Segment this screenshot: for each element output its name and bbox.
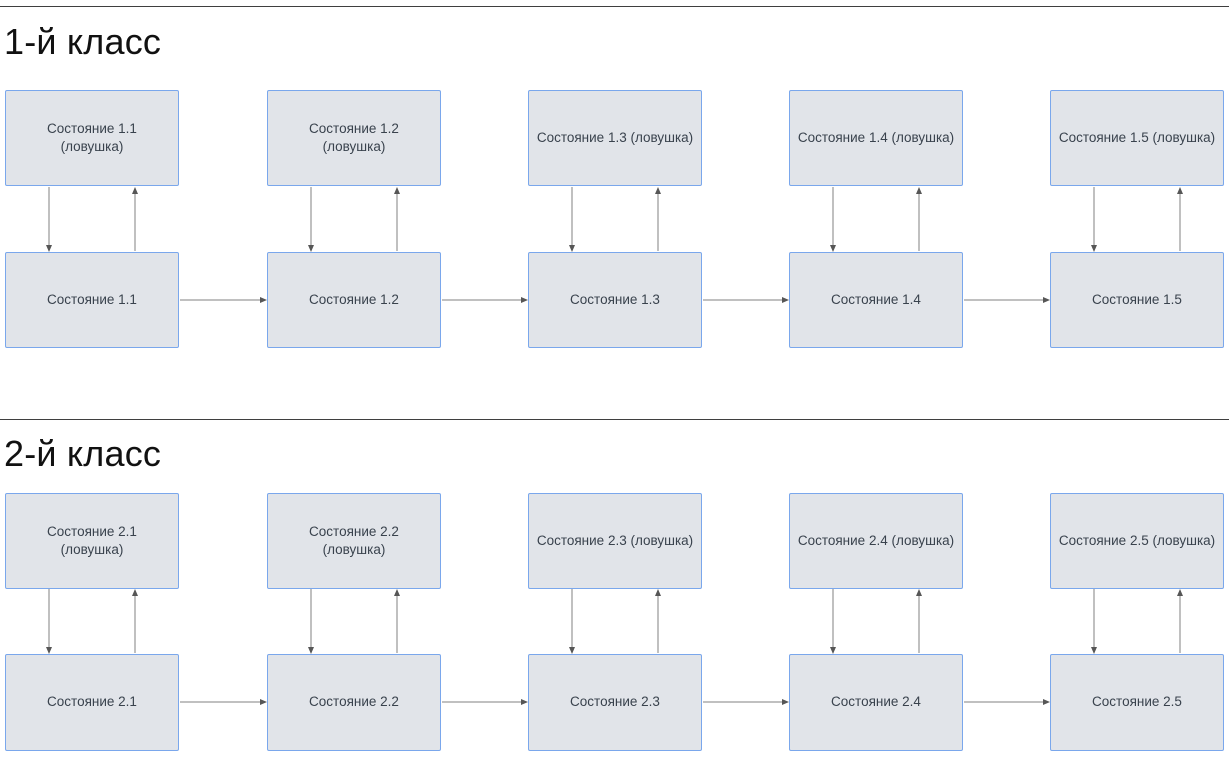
state-node-2-3[interactable]: Состояние 2.3 [528, 654, 702, 751]
trap-node-2-3[interactable]: Состояние 2.3 (ловушка) [528, 493, 702, 589]
state-node-label: Состояние 2.5 [1092, 694, 1182, 710]
state-node-label: Состояние 1.3 [570, 291, 660, 307]
state-node-1-2[interactable]: Состояние 1.2 [267, 252, 441, 348]
trap-node-2-1[interactable]: Состояние 2.1 (ловушка) [5, 493, 179, 589]
state-node-label: Состояние 2.3 [570, 694, 660, 710]
trap-node-2-2[interactable]: Состояние 2.2 (ловушка) [267, 493, 441, 589]
state-node-label: Состояние 1.5 [1092, 291, 1182, 307]
state-node-1-1[interactable]: Состояние 1.1 [5, 252, 179, 348]
trap-node-1-5[interactable]: Состояние 1.5 (ловушка) [1050, 90, 1224, 186]
state-node-label: Состояние 2.4 [831, 694, 921, 710]
state-node-label: Состояние 2.1 [47, 694, 137, 710]
trap-node-1-3[interactable]: Состояние 1.3 (ловушка) [528, 90, 702, 186]
trap-node-label: Состояние 2.5 (ловушка) [1058, 532, 1216, 548]
state-node-2-1[interactable]: Состояние 2.1 [5, 654, 179, 751]
trap-node-label: Состояние 2.2 (ловушка) [309, 523, 399, 557]
state-node-label: Состояние 2.2 [309, 694, 399, 710]
state-node-2-4[interactable]: Состояние 2.4 [789, 654, 963, 751]
trap-node-label: Состояние 1.3 (ловушка) [536, 129, 694, 145]
state-node-2-2[interactable]: Состояние 2.2 [267, 654, 441, 751]
trap-node-1-2[interactable]: Состояние 1.2 (ловушка) [267, 90, 441, 186]
section-title-2: 2-й класс [4, 433, 162, 474]
trap-node-2-4[interactable]: Состояние 2.4 (ловушка) [789, 493, 963, 589]
trap-node-label: Состояние 1.5 (ловушка) [1058, 129, 1216, 145]
trap-node-1-4[interactable]: Состояние 1.4 (ловушка) [789, 90, 963, 186]
trap-node-label: Состояние 1.1 (ловушка) [47, 120, 137, 154]
section-divider-1 [0, 6, 1229, 7]
state-node-label: Состояние 1.4 [831, 291, 921, 307]
state-node-2-5[interactable]: Состояние 2.5 [1050, 654, 1224, 751]
trap-node-2-5[interactable]: Состояние 2.5 (ловушка) [1050, 493, 1224, 589]
trap-node-label: Состояние 2.1 (ловушка) [47, 523, 137, 557]
trap-node-label: Состояние 1.2 (ловушка) [309, 120, 399, 154]
state-node-1-4[interactable]: Состояние 1.4 [789, 252, 963, 348]
trap-node-label: Состояние 2.4 (ловушка) [797, 532, 955, 548]
state-node-label: Состояние 1.2 [309, 291, 399, 307]
state-node-1-3[interactable]: Состояние 1.3 [528, 252, 702, 348]
trap-node-1-1[interactable]: Состояние 1.1 (ловушка) [5, 90, 179, 186]
state-node-1-5[interactable]: Состояние 1.5 [1050, 252, 1224, 348]
trap-node-label: Состояние 1.4 (ловушка) [797, 129, 955, 145]
state-node-label: Состояние 1.1 [47, 291, 137, 307]
section-divider-2 [0, 419, 1229, 420]
section-title-1: 1-й класс [4, 21, 162, 62]
trap-node-label: Состояние 2.3 (ловушка) [536, 532, 694, 548]
